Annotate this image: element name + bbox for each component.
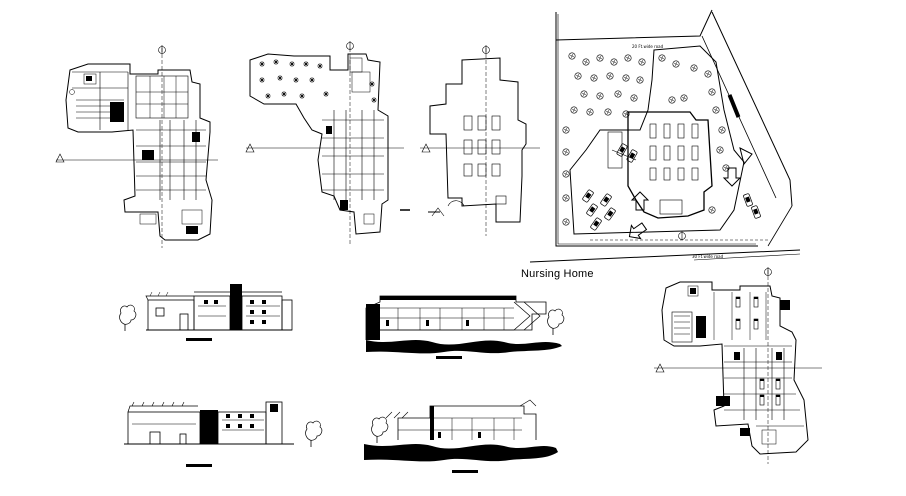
drawing-title: Nursing Home bbox=[521, 268, 594, 280]
section-b bbox=[364, 399, 558, 473]
tree-icon bbox=[547, 308, 565, 336]
front-elevation bbox=[145, 284, 293, 341]
enlarged-plan-beds bbox=[735, 296, 781, 406]
tree-icon bbox=[119, 304, 137, 332]
tree-icon bbox=[305, 420, 323, 448]
rear-elevation bbox=[124, 401, 294, 467]
roof-garden-plants bbox=[258, 58, 378, 104]
enlarged-ground-floor-plan bbox=[654, 270, 822, 464]
ground-floor-plan bbox=[56, 48, 218, 248]
road-label-top: 20 Ft.wide road bbox=[632, 44, 664, 49]
first-floor-plan bbox=[246, 48, 410, 244]
tree-icon bbox=[371, 416, 389, 444]
section-a bbox=[365, 295, 562, 359]
entry-arrow-icon bbox=[628, 147, 753, 240]
road-label-bottom: 30 Ft.wide road bbox=[692, 254, 724, 259]
site-plan bbox=[529, 9, 801, 263]
top-floor-plan bbox=[420, 48, 540, 236]
